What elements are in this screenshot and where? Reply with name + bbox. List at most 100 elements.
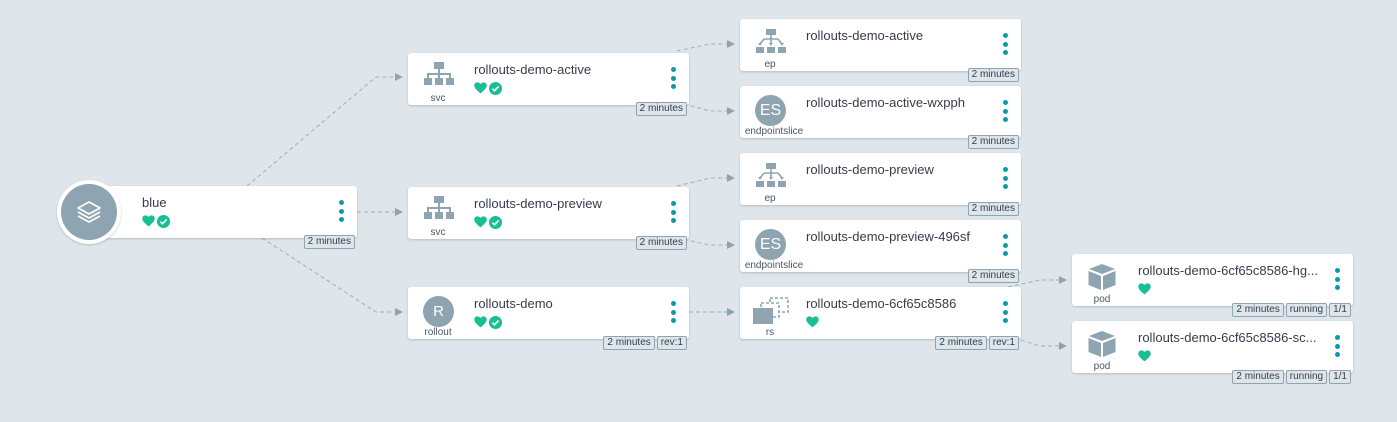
age-tag: 2 minutes <box>303 235 355 249</box>
status-icons <box>142 214 170 228</box>
node-tags: 2 minutes <box>635 236 687 250</box>
age-tag: 2 minutes <box>967 68 1019 82</box>
node-ep-active[interactable]: ep rollouts-demo-active 2 minutes <box>740 19 1021 82</box>
cube-icon <box>1087 330 1119 357</box>
node-pod-2[interactable]: pod rollouts-demo-6cf65c8586-sc... 2 min… <box>1072 321 1353 384</box>
replicaset-icon <box>752 297 790 324</box>
node-menu-button[interactable] <box>1335 335 1341 357</box>
heart-icon <box>1138 350 1151 362</box>
heart-icon <box>1138 283 1151 295</box>
node-kind: pod <box>1093 294 1111 305</box>
node-kind: ep <box>764 59 776 70</box>
node-ep-preview[interactable]: ep rollouts-demo-preview 2 minutes <box>740 153 1021 216</box>
node-title: rollouts-demo-preview <box>474 196 602 211</box>
node-es-active[interactable]: ES endpointslice rollouts-demo-active-wx… <box>740 86 1021 149</box>
check-circle-icon <box>489 215 502 229</box>
node-menu-button[interactable] <box>1003 234 1009 256</box>
age-tag: 2 minutes <box>935 336 987 350</box>
age-tag: 2 minutes <box>635 102 687 116</box>
status-icons <box>1138 282 1151 296</box>
status-icons <box>806 315 819 329</box>
endpointslice-badge-icon: ES <box>755 95 786 126</box>
node-kind: rollout <box>424 327 452 338</box>
phase-tag: running <box>1285 303 1328 317</box>
endpointslice-badge-icon: ES <box>755 229 786 260</box>
node-tags: 2 minutes <box>967 269 1019 283</box>
node-menu-button[interactable] <box>671 67 677 89</box>
endpoints-icon <box>756 29 788 55</box>
age-tag: 2 minutes <box>967 269 1019 283</box>
age-tag: 2 minutes <box>1232 370 1284 384</box>
node-menu-button[interactable] <box>671 301 677 323</box>
node-tags: 2 minutes running 1/1 <box>1232 370 1351 384</box>
node-title: blue <box>142 195 167 210</box>
node-svc-active[interactable]: svc rollouts-demo-active 2 minutes <box>408 53 689 116</box>
node-tags: 2 minutes <box>303 235 355 249</box>
age-tag: 2 minutes <box>603 336 655 350</box>
ready-tag: 1/1 <box>1329 303 1351 317</box>
node-title: rollouts-demo-active <box>806 28 924 43</box>
node-kind: rs <box>765 327 775 338</box>
network-icon <box>424 62 456 88</box>
cube-icon <box>1087 263 1119 290</box>
heart-icon <box>806 316 819 328</box>
check-circle-icon <box>157 214 170 228</box>
status-icons <box>474 315 502 329</box>
node-rollout-root[interactable]: blue 2 minutes <box>88 186 357 249</box>
edge-svcactive-es <box>676 101 735 115</box>
status-icons <box>474 81 502 95</box>
node-menu-button[interactable] <box>1003 100 1009 122</box>
status-icons <box>1138 349 1151 363</box>
node-tags: 2 minutes <box>635 102 687 116</box>
layers-icon <box>77 201 101 223</box>
node-tags: 2 minutes running 1/1 <box>1232 303 1351 317</box>
edge-rs-pod2 <box>1020 339 1067 350</box>
network-icon <box>424 196 456 222</box>
check-circle-icon <box>489 315 502 329</box>
node-tags: 2 minutes <box>967 202 1019 216</box>
edge-root-svc-active <box>246 73 403 187</box>
edge-root-rollout <box>261 237 403 316</box>
node-title: rollouts-demo <box>474 296 553 311</box>
node-kind: svc <box>430 93 446 104</box>
node-kind: ep <box>764 193 776 204</box>
heart-icon <box>142 215 155 227</box>
node-pod-1[interactable]: pod rollouts-demo-6cf65c8586-hg... 2 min… <box>1072 254 1353 317</box>
age-tag: 2 minutes <box>967 202 1019 216</box>
node-menu-button[interactable] <box>1003 33 1009 55</box>
node-menu-button[interactable] <box>1335 268 1341 290</box>
edge-svcactive-ep <box>676 40 735 52</box>
node-es-preview[interactable]: ES endpointslice rollouts-demo-preview-4… <box>740 220 1021 283</box>
node-tags: 2 minutes rev:1 <box>603 336 687 350</box>
check-circle-icon <box>489 81 502 95</box>
node-menu-button[interactable] <box>339 200 345 222</box>
age-tag: 2 minutes <box>967 135 1019 149</box>
status-icons <box>474 215 502 229</box>
node-menu-button[interactable] <box>1003 301 1009 323</box>
node-title: rollouts-demo-6cf65c8586 <box>806 296 957 311</box>
edge-rs-pod1 <box>1007 276 1067 288</box>
heart-icon <box>474 316 487 328</box>
rollout-badge-icon: R <box>423 296 454 327</box>
node-replicaset[interactable]: rs rollouts-demo-6cf65c8586 2 minutes re… <box>740 287 1021 350</box>
node-rollout[interactable]: R rollout rollouts-demo 2 minutes rev:1 <box>408 287 689 350</box>
edge-svcpreview-ep <box>676 174 735 187</box>
phase-tag: running <box>1285 370 1328 384</box>
heart-icon <box>474 216 487 228</box>
node-kind: svc <box>430 227 446 238</box>
node-menu-button[interactable] <box>1003 167 1009 189</box>
node-kind: endpointslice <box>744 126 804 137</box>
revision-tag: rev:1 <box>656 336 687 350</box>
node-tags: 2 minutes <box>967 135 1019 149</box>
node-title: rollouts-demo-active-wxpph <box>806 95 965 110</box>
node-menu-button[interactable] <box>671 201 677 223</box>
age-tag: 2 minutes <box>1232 303 1284 317</box>
node-title: rollouts-demo-active <box>474 62 592 77</box>
node-title: rollouts-demo-preview <box>806 162 934 177</box>
revision-tag: rev:1 <box>988 336 1019 350</box>
node-kind: pod <box>1093 361 1111 372</box>
node-svc-preview[interactable]: svc rollouts-demo-preview 2 minutes <box>408 187 689 250</box>
node-title: rollouts-demo-6cf65c8586-sc... <box>1138 330 1317 345</box>
